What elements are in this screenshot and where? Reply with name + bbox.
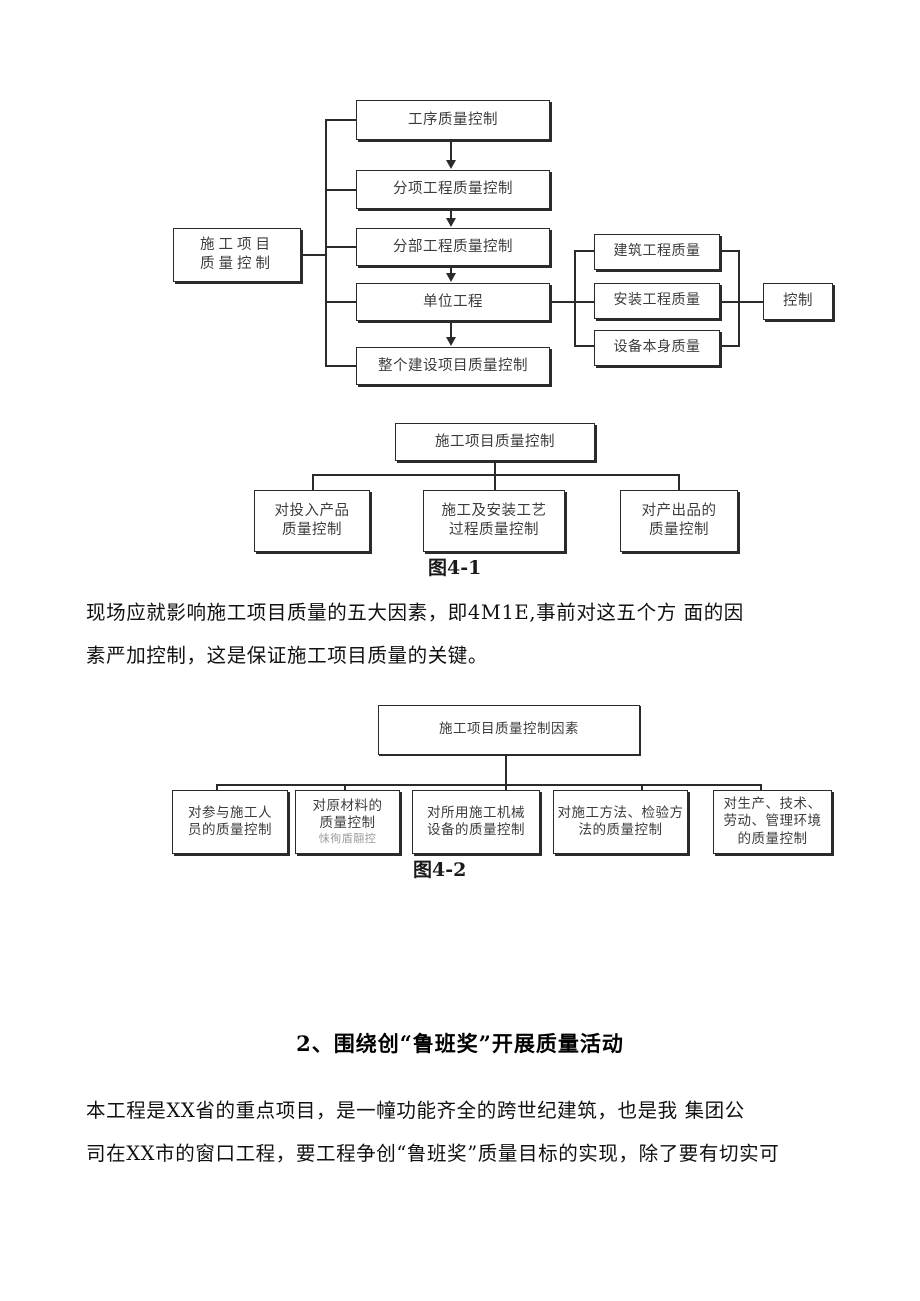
fig1-terminal-box: 控制 (763, 283, 833, 320)
paragraph-1-line-1: 现场应就影响施工项目质量的五大因素，即4M1E,事前对这五个方 面的因 (86, 601, 744, 624)
fig2-child-box-1: 对参与施工人 员的质量控制 (172, 790, 288, 854)
fig1-branch-stub-1 (574, 250, 595, 252)
section-2-line-2: 司在XX市的窗口工程，要工程争创“鲁班奖”质量目标的实现，除了要有切实可 (86, 1142, 780, 1165)
fig1-merge-stub-3 (720, 345, 740, 347)
fig1-root-box: 施工项目 质量控制 (173, 228, 301, 282)
fig1-chain-box-1: 工序质量控制 (356, 100, 550, 140)
section-2-heading: 2、围绕创“鲁班奖”开展质量活动 (296, 1031, 624, 1056)
fig1-sub-child-1: 对投入产品 质量控制 (254, 490, 370, 552)
fig2-child-box-2: 对原材料的 质量控制 怽徇盾翮控 (295, 790, 400, 854)
fig1-branch-stub-2 (574, 301, 595, 303)
figure-2-caption: 图4-2 (413, 859, 467, 881)
fig1-chain-box-5: 整个建设项目质量控制 (356, 347, 550, 385)
fig1-sub-drop-2 (494, 474, 496, 490)
fig1-arrow-head-3 (446, 273, 456, 282)
fig1-merge-stub-1 (720, 250, 740, 252)
fig1-merge-bus (738, 250, 740, 347)
fig1-arrow-head-2 (446, 218, 456, 227)
fig1-arrow-head-4 (446, 337, 456, 346)
fig1-spine (325, 119, 327, 367)
fig1-stub-2 (325, 189, 357, 191)
fig1-sub-child-3: 对产出品的 质量控制 (620, 490, 738, 552)
fig1-branch-box-1: 建筑工程质量 (594, 234, 720, 270)
fig1-merge-stub-2 (720, 301, 764, 303)
fig1-stub-5 (325, 365, 357, 367)
fig1-sub-child-2: 施工及安装工艺 过程质量控制 (423, 490, 565, 552)
fig2-bar (216, 784, 762, 786)
fig1-stub-3 (325, 246, 357, 248)
fig1-chain-box-2: 分项工程质量控制 (356, 170, 550, 209)
fig1-stub-4 (325, 301, 357, 303)
fig1-arrow-line-1 (450, 141, 452, 162)
fig1-chain-box-3: 分部工程质量控制 (356, 228, 550, 266)
fig1-branch-stub-3 (574, 345, 595, 347)
fig1-sub-bar (312, 474, 680, 476)
fig2-child-box-3: 对所用施工机械 设备的质量控制 (412, 790, 540, 854)
fig1-arrow-line-3 (450, 267, 452, 274)
fig2-child-box-2-label: 对原材料的 质量控制 (312, 797, 383, 831)
fig1-branch-feed (550, 301, 576, 303)
fig1-stub-1 (325, 119, 357, 121)
fig1-arrow-line-2 (450, 210, 452, 220)
fig2-child-box-5: 对生产、技术、 劳动、管理环境 的质量控制 (713, 790, 832, 854)
fig1-branch-bus (574, 250, 576, 347)
paragraph-1-line-2: 素严加控制，这是保证施工项目质量的关键。 (86, 644, 489, 667)
fig2-child-box-4: 对施工方法、检验方 法的质量控制 (553, 790, 688, 854)
fig1-branch-box-2: 安装工程质量 (594, 283, 720, 319)
fig1-chain-box-4: 单位工程 (356, 283, 550, 321)
fig1-arrow-line-4 (450, 322, 452, 338)
section-2-line-1: 本工程是XX省的重点项目，是一幢功能齐全的跨世纪建筑，也是我 集团公 (86, 1099, 745, 1122)
fig1-branch-box-3: 设备本身质量 (594, 330, 720, 366)
fig1-root-connector (301, 254, 327, 256)
fig2-child-box-2-ghost-line: 怽徇盾翮控 (318, 832, 377, 846)
fig1-sub-drop-1 (312, 474, 314, 490)
fig1-sub-drop-3 (678, 474, 680, 490)
figure-1-caption: 图4-1 (428, 557, 482, 579)
fig1-sub-root-box: 施工项目质量控制 (395, 423, 595, 461)
fig2-stem (505, 755, 507, 786)
fig1-arrow-head-1 (446, 160, 456, 169)
fig2-root-box: 施工项目质量控制因素 (378, 705, 640, 755)
